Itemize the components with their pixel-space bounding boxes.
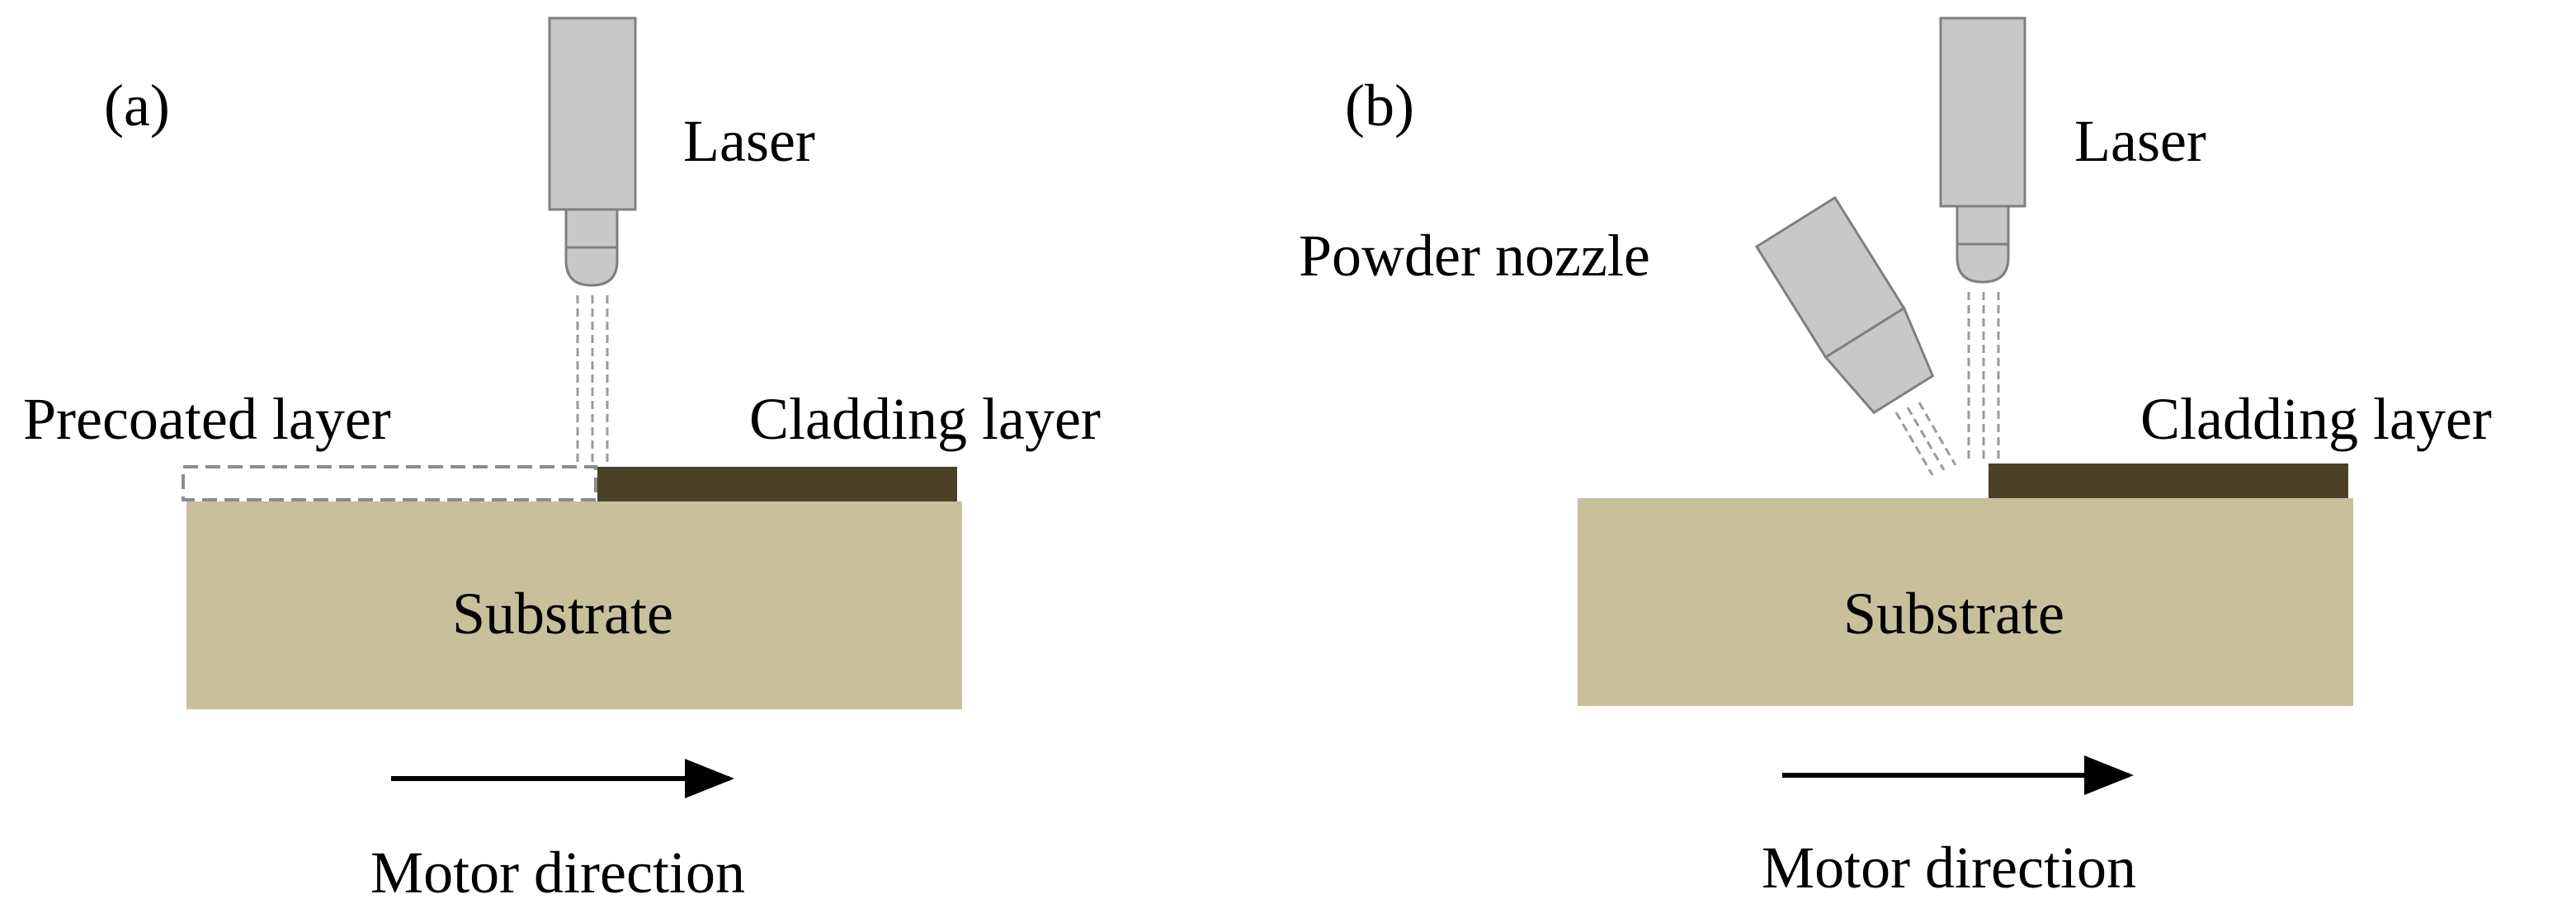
laser-neck [1956,205,2010,246]
laser-tip [564,246,619,287]
powder-stream [1894,402,1957,476]
laser-beam-a [576,295,609,467]
laser-neck [564,208,619,249]
motor-label-b: Motor direction [1762,835,2136,901]
laser-tip [1956,242,2010,284]
laser-label-a: Laser [683,108,815,174]
precoated-layer [182,465,597,501]
motor-label-a: Motor direction [370,840,745,906]
cladding-label-a: Cladding layer [749,386,1101,452]
cladding-layer-b [1989,464,2348,498]
substrate-label-b: Substrate [1843,581,2064,647]
laser-head-b [1939,16,2026,284]
panel-a: (a) Laser Precoated layer Cladding layer… [23,16,1101,906]
substrate-a [186,501,962,709]
cladding-label-b: Cladding layer [2140,386,2492,452]
laser-body [548,16,637,211]
panel-b: (b) Laser Powder nozzle Cladding lay [1299,16,2492,901]
nozzle-tip [1823,306,1935,415]
panel-a-label: (a) [104,73,170,139]
laser-beam-b [1967,292,2000,464]
laser-head-a [548,16,637,287]
substrate-b [1578,498,2353,706]
panel-b-label: (b) [1345,73,1414,139]
laser-label-b: Laser [2074,108,2206,174]
laser-body [1939,16,2026,208]
substrate-label-a: Substrate [452,581,673,647]
precoated-label: Precoated layer [23,386,391,452]
powder-nozzle [1754,195,1935,415]
nozzle-label: Powder nozzle [1299,223,1650,289]
cladding-layer-a [597,467,957,501]
